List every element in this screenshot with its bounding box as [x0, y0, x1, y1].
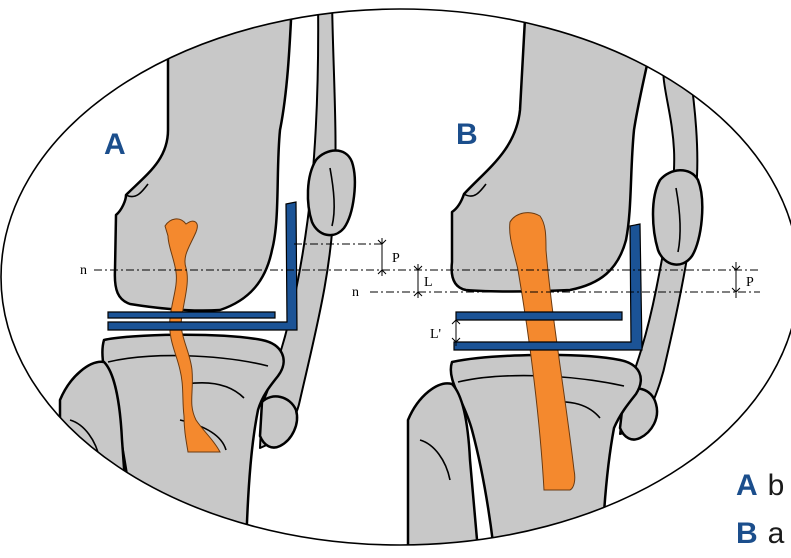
label-l-prime: L': [430, 327, 441, 342]
label-n-left: n: [80, 263, 87, 278]
femur-a: [115, 0, 292, 311]
patella-a: [308, 151, 355, 236]
spacer-plate-b-upper: [456, 312, 622, 320]
legend-text-b: a: [768, 517, 785, 550]
fibula-head-a: [260, 396, 297, 447]
label-l: L: [424, 275, 433, 290]
panel-b-letter: B: [456, 118, 478, 151]
panel-b: [408, 0, 702, 551]
label-p-right: P: [746, 275, 754, 290]
legend-key-a: A: [736, 469, 758, 502]
femur-b: [452, 0, 660, 292]
legend-text-a: b: [768, 469, 785, 502]
legend-key-b: B: [736, 517, 758, 550]
panel-a: [60, 0, 355, 551]
panel-a-letter: A: [104, 128, 126, 161]
label-n-right: n: [352, 285, 359, 300]
label-p-left: P: [392, 251, 400, 266]
